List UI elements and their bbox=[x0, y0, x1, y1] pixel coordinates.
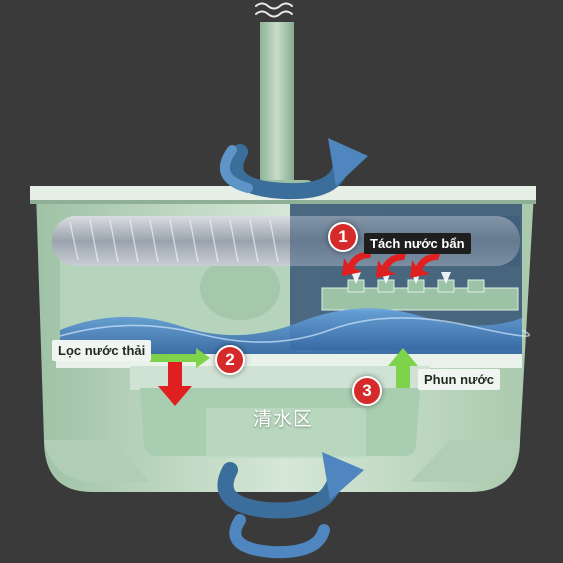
wave-icon bbox=[255, 2, 293, 18]
step-badge-1: 1 bbox=[328, 222, 358, 252]
rotation-arrow-icon bbox=[217, 452, 364, 559]
dirty-water-flow-arrows bbox=[342, 251, 440, 278]
up-arrow-icon bbox=[388, 348, 418, 388]
spray-nozzles bbox=[321, 279, 519, 311]
step-badge-3: 3 bbox=[352, 376, 382, 406]
down-arrow-icon bbox=[158, 362, 192, 406]
label-dirty-water-separation: Tách nước bẩn bbox=[364, 233, 471, 254]
filter-flow-arrow bbox=[150, 348, 210, 368]
label-clean-water-zone: 清水区 bbox=[253, 408, 314, 430]
label-waste-water-filter: Lọc nước thải bbox=[52, 340, 152, 361]
label-water-spray: Phun nước bbox=[418, 369, 500, 390]
water bbox=[60, 308, 522, 358]
rotation-arrow-icon bbox=[219, 138, 368, 200]
step-badge-2: 2 bbox=[215, 345, 245, 375]
